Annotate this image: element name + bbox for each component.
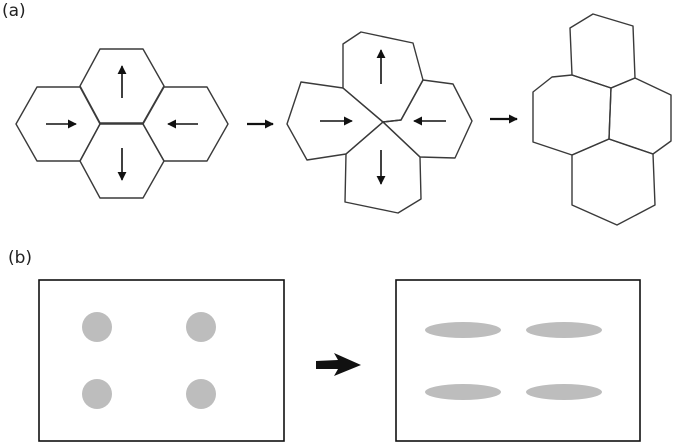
panel-b-label: (b) <box>8 248 33 268</box>
ellipse-spot <box>425 322 501 338</box>
ellipse-grid <box>425 322 602 400</box>
ellipse-spot <box>425 384 501 400</box>
circle-spot <box>186 312 216 342</box>
panel-a <box>15 13 672 226</box>
hexagon-cluster-intermediate <box>286 31 473 214</box>
hexagon-right <box>382 79 473 159</box>
transition-arrow-icon <box>316 353 361 376</box>
panel-a-arrows <box>46 49 518 185</box>
circle-grid <box>82 312 216 409</box>
hexagon-cluster-final <box>532 13 672 226</box>
frame-before <box>38 279 285 442</box>
hexagon-bottom <box>571 138 656 226</box>
hexagon-cluster-initial <box>15 48 229 199</box>
circle-spot <box>82 312 112 342</box>
hexagon-top <box>342 31 424 123</box>
circle-spot <box>186 379 216 409</box>
panel-a-label: (a) <box>2 1 26 21</box>
hexagon-bottom <box>344 121 422 214</box>
hexagon-bottom <box>79 123 165 199</box>
ellipse-spot <box>526 322 602 338</box>
ellipse-spot <box>526 384 602 400</box>
circle-spot <box>82 379 112 409</box>
frame-after <box>395 279 641 442</box>
panel-b <box>38 279 641 442</box>
